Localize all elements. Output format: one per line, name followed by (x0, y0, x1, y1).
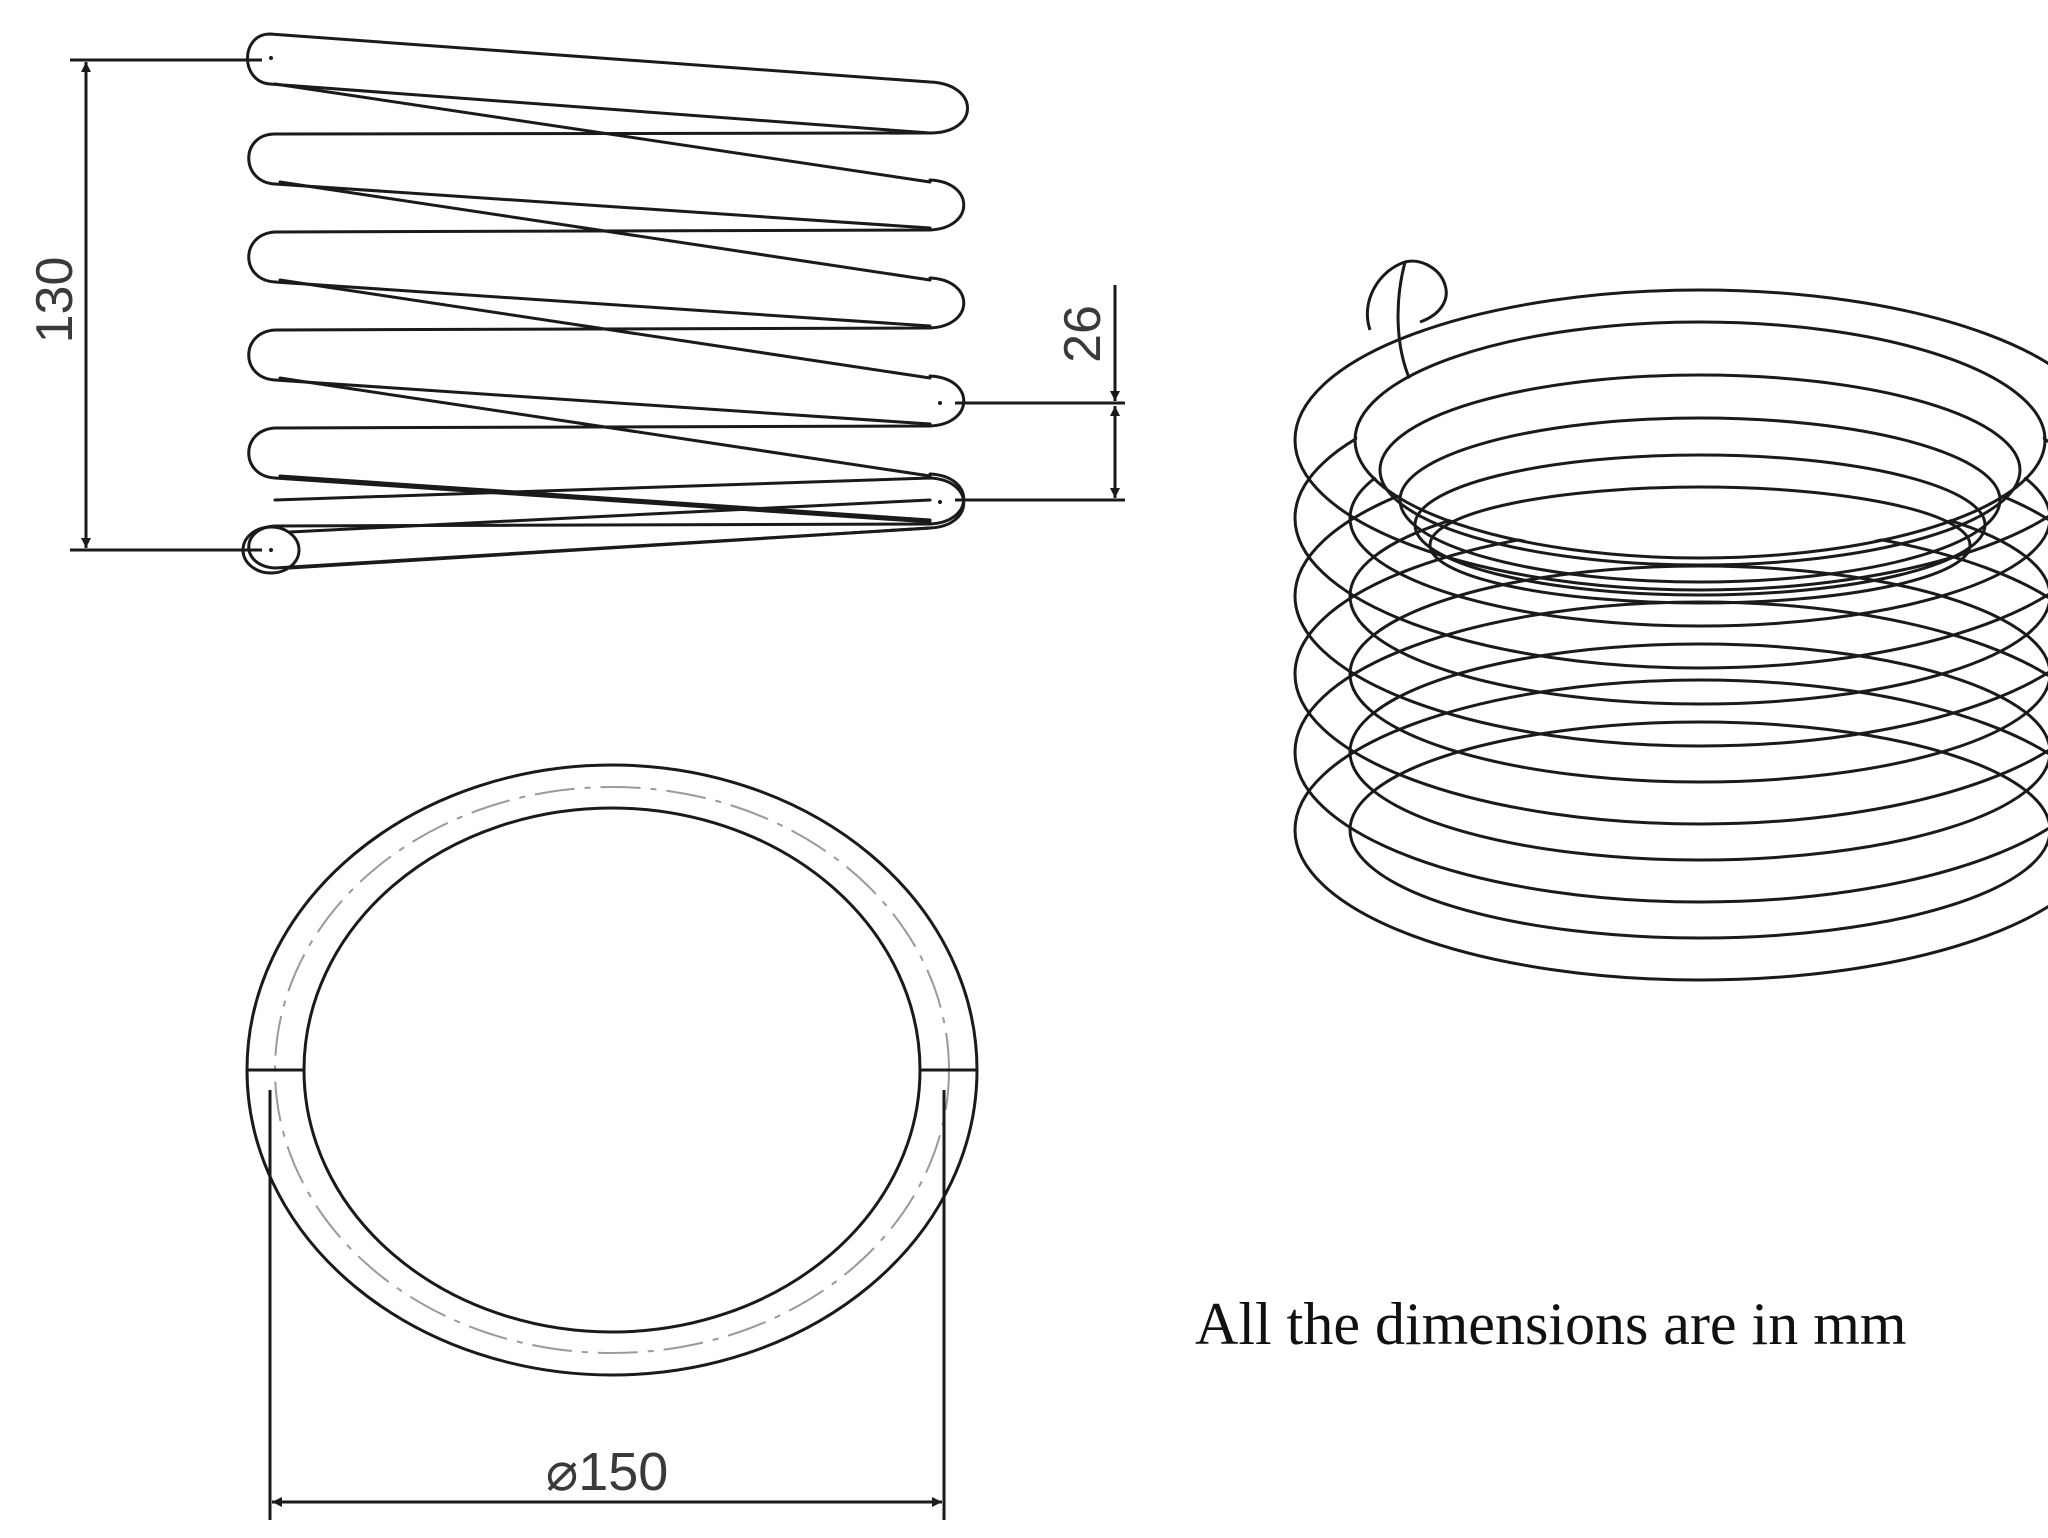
ring-outer (245, 763, 979, 1377)
coil-run-4 (247, 276, 966, 426)
iso-inner-loops (1378, 373, 2022, 605)
pitch-dimension (955, 285, 1125, 502)
pitch-value: 26 (1054, 305, 1112, 363)
ring-centre-line (274, 786, 950, 1354)
coil-run-5 (247, 374, 966, 524)
coil-run-1 (246, 32, 969, 135)
units-note: All the dimensions are in mm (1195, 1291, 1907, 1357)
height-value: 130 (26, 257, 84, 344)
coil-run-last (273, 476, 966, 570)
bend-centre-marks (269, 56, 942, 552)
coil-inner-line (273, 82, 932, 522)
iso-loop-top (1293, 288, 2048, 592)
diameter-dimension (268, 1090, 946, 1520)
coil-run-3 (247, 178, 966, 328)
ring-inner (302, 806, 922, 1334)
iso-hidden-mask (1357, 324, 2043, 556)
coil-run-2 (247, 131, 932, 230)
diameter-value: ⌀150 (546, 1442, 669, 1502)
iso-tube-end (1365, 259, 1448, 331)
iso-loop-2 (1293, 600, 2048, 904)
iso-loop-1 (1293, 678, 2048, 982)
coil-run-6 (247, 472, 966, 570)
height-dimension (70, 58, 262, 552)
iso-loop-3 (1293, 522, 2048, 826)
front-view (241, 32, 969, 575)
top-view (245, 763, 979, 1377)
